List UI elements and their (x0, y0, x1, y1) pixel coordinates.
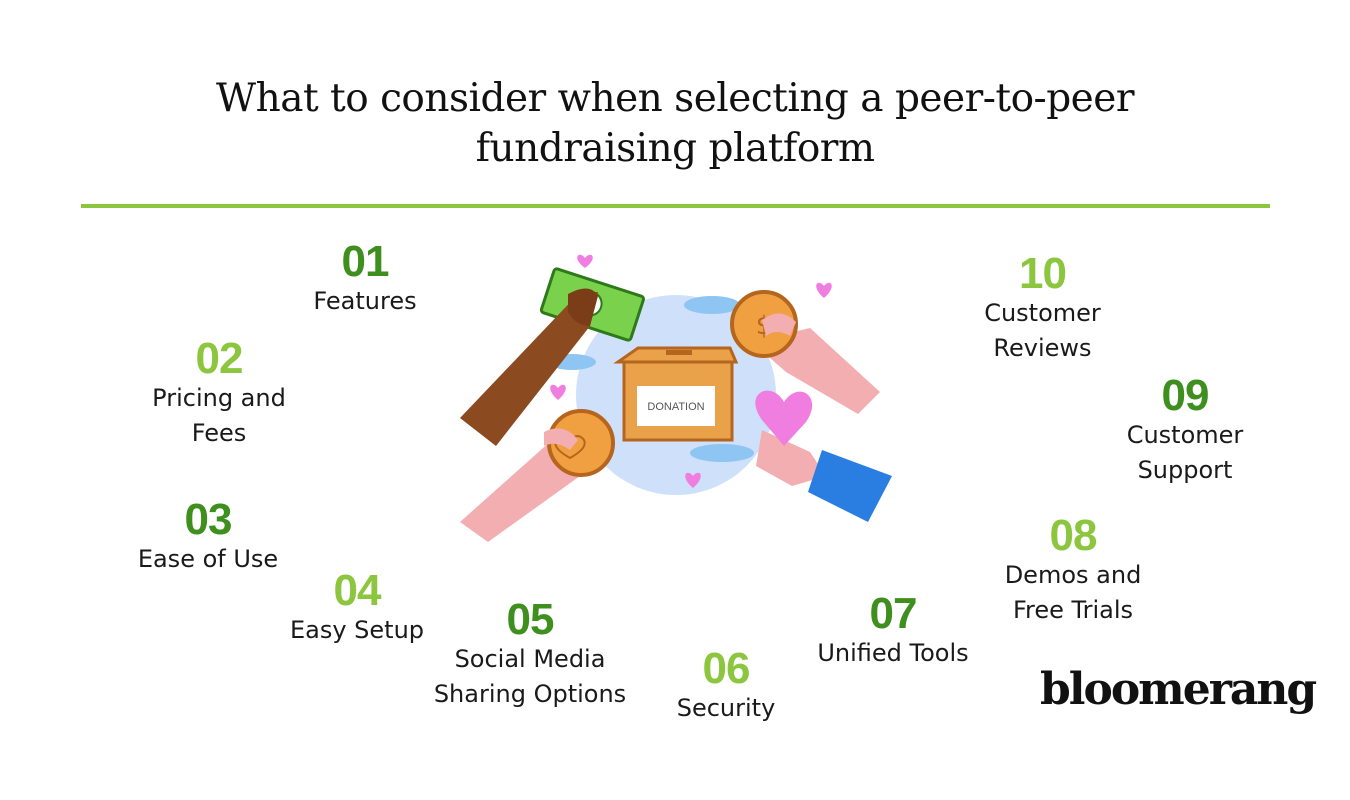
item-number: 08 (1049, 511, 1098, 560)
item-label: Security (676, 694, 776, 722)
item-label: Ease of Use (137, 545, 279, 573)
item-label: Features (313, 287, 417, 315)
item-label: Easy Setup (289, 616, 425, 644)
pink-heart-held (755, 390, 813, 446)
title-divider (81, 204, 1270, 208)
blue-sleeve (808, 450, 892, 522)
consideration-07: 07 Unified Tools (808, 592, 978, 671)
item-number: 02 (195, 334, 244, 383)
item-number: 03 (184, 495, 233, 544)
consideration-03: 03 Ease of Use (128, 498, 288, 577)
title-line-1: What to consider when selecting a peer-t… (216, 76, 1135, 121)
donation-illustration: $ DONATION $ (460, 254, 892, 542)
title-line-2: fundraising platform (475, 126, 875, 171)
box-label: DONATION (647, 401, 704, 413)
item-number: 04 (333, 566, 382, 615)
consideration-06: 06 Security (666, 647, 786, 726)
consideration-01: 01 Features (300, 240, 430, 319)
item-number: 10 (1019, 249, 1067, 298)
consideration-04: 04 Easy Setup (282, 569, 432, 648)
item-label: Unified Tools (817, 639, 969, 667)
donation-box: DONATION (613, 346, 739, 442)
page-title: What to consider when selecting a peer-t… (0, 74, 1350, 174)
blue-sleeve-hand (756, 430, 826, 486)
item-number: 06 (702, 644, 751, 693)
item-number: 07 (869, 589, 918, 638)
bloomerang-logo: bloomerang (1040, 664, 1317, 715)
item-number: 05 (506, 595, 555, 644)
small-hearts (550, 254, 832, 488)
item-number: 09 (1161, 371, 1210, 420)
brown-arm (460, 292, 598, 446)
item-number: 01 (341, 237, 390, 286)
brown-hand (568, 288, 598, 326)
